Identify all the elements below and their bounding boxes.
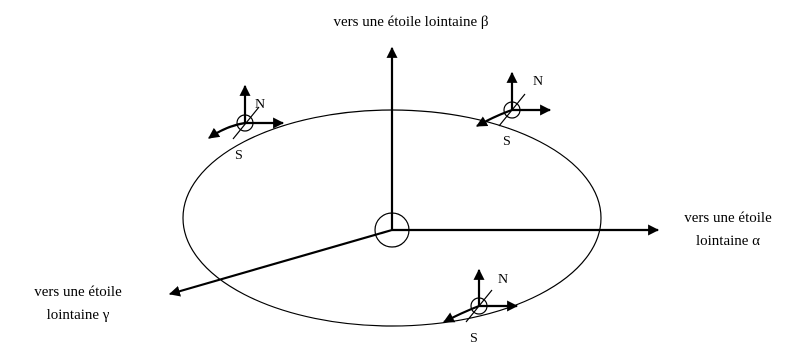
pole-south: S [503,134,511,149]
label-gamma-line2: lointaine γ [47,307,110,323]
planet-position-2: N S [476,71,552,149]
frame-arrow-tangent [476,108,513,127]
label-beta: vers une étoile lointaine β [333,14,488,30]
label-alpha-line1: vers une étoile [684,210,772,226]
pole-north: N [533,74,543,89]
pole-south: S [235,148,243,163]
pole-north: N [255,97,265,112]
spin-axis [232,106,260,140]
label-gamma-line1: vers une étoile [34,284,122,300]
planet-position-1: N S [208,84,285,163]
frame-arrow-tangent [208,121,246,139]
axis-gamma-arrow [168,228,393,297]
planet-position-3: N S [443,268,519,346]
pole-north: N [498,272,508,287]
pole-south: S [470,331,478,346]
spin-axis [498,93,526,127]
spin-axis [465,289,493,323]
label-alpha-line2: lointaine α [696,233,760,249]
frame-arrow-tangent [443,304,480,323]
